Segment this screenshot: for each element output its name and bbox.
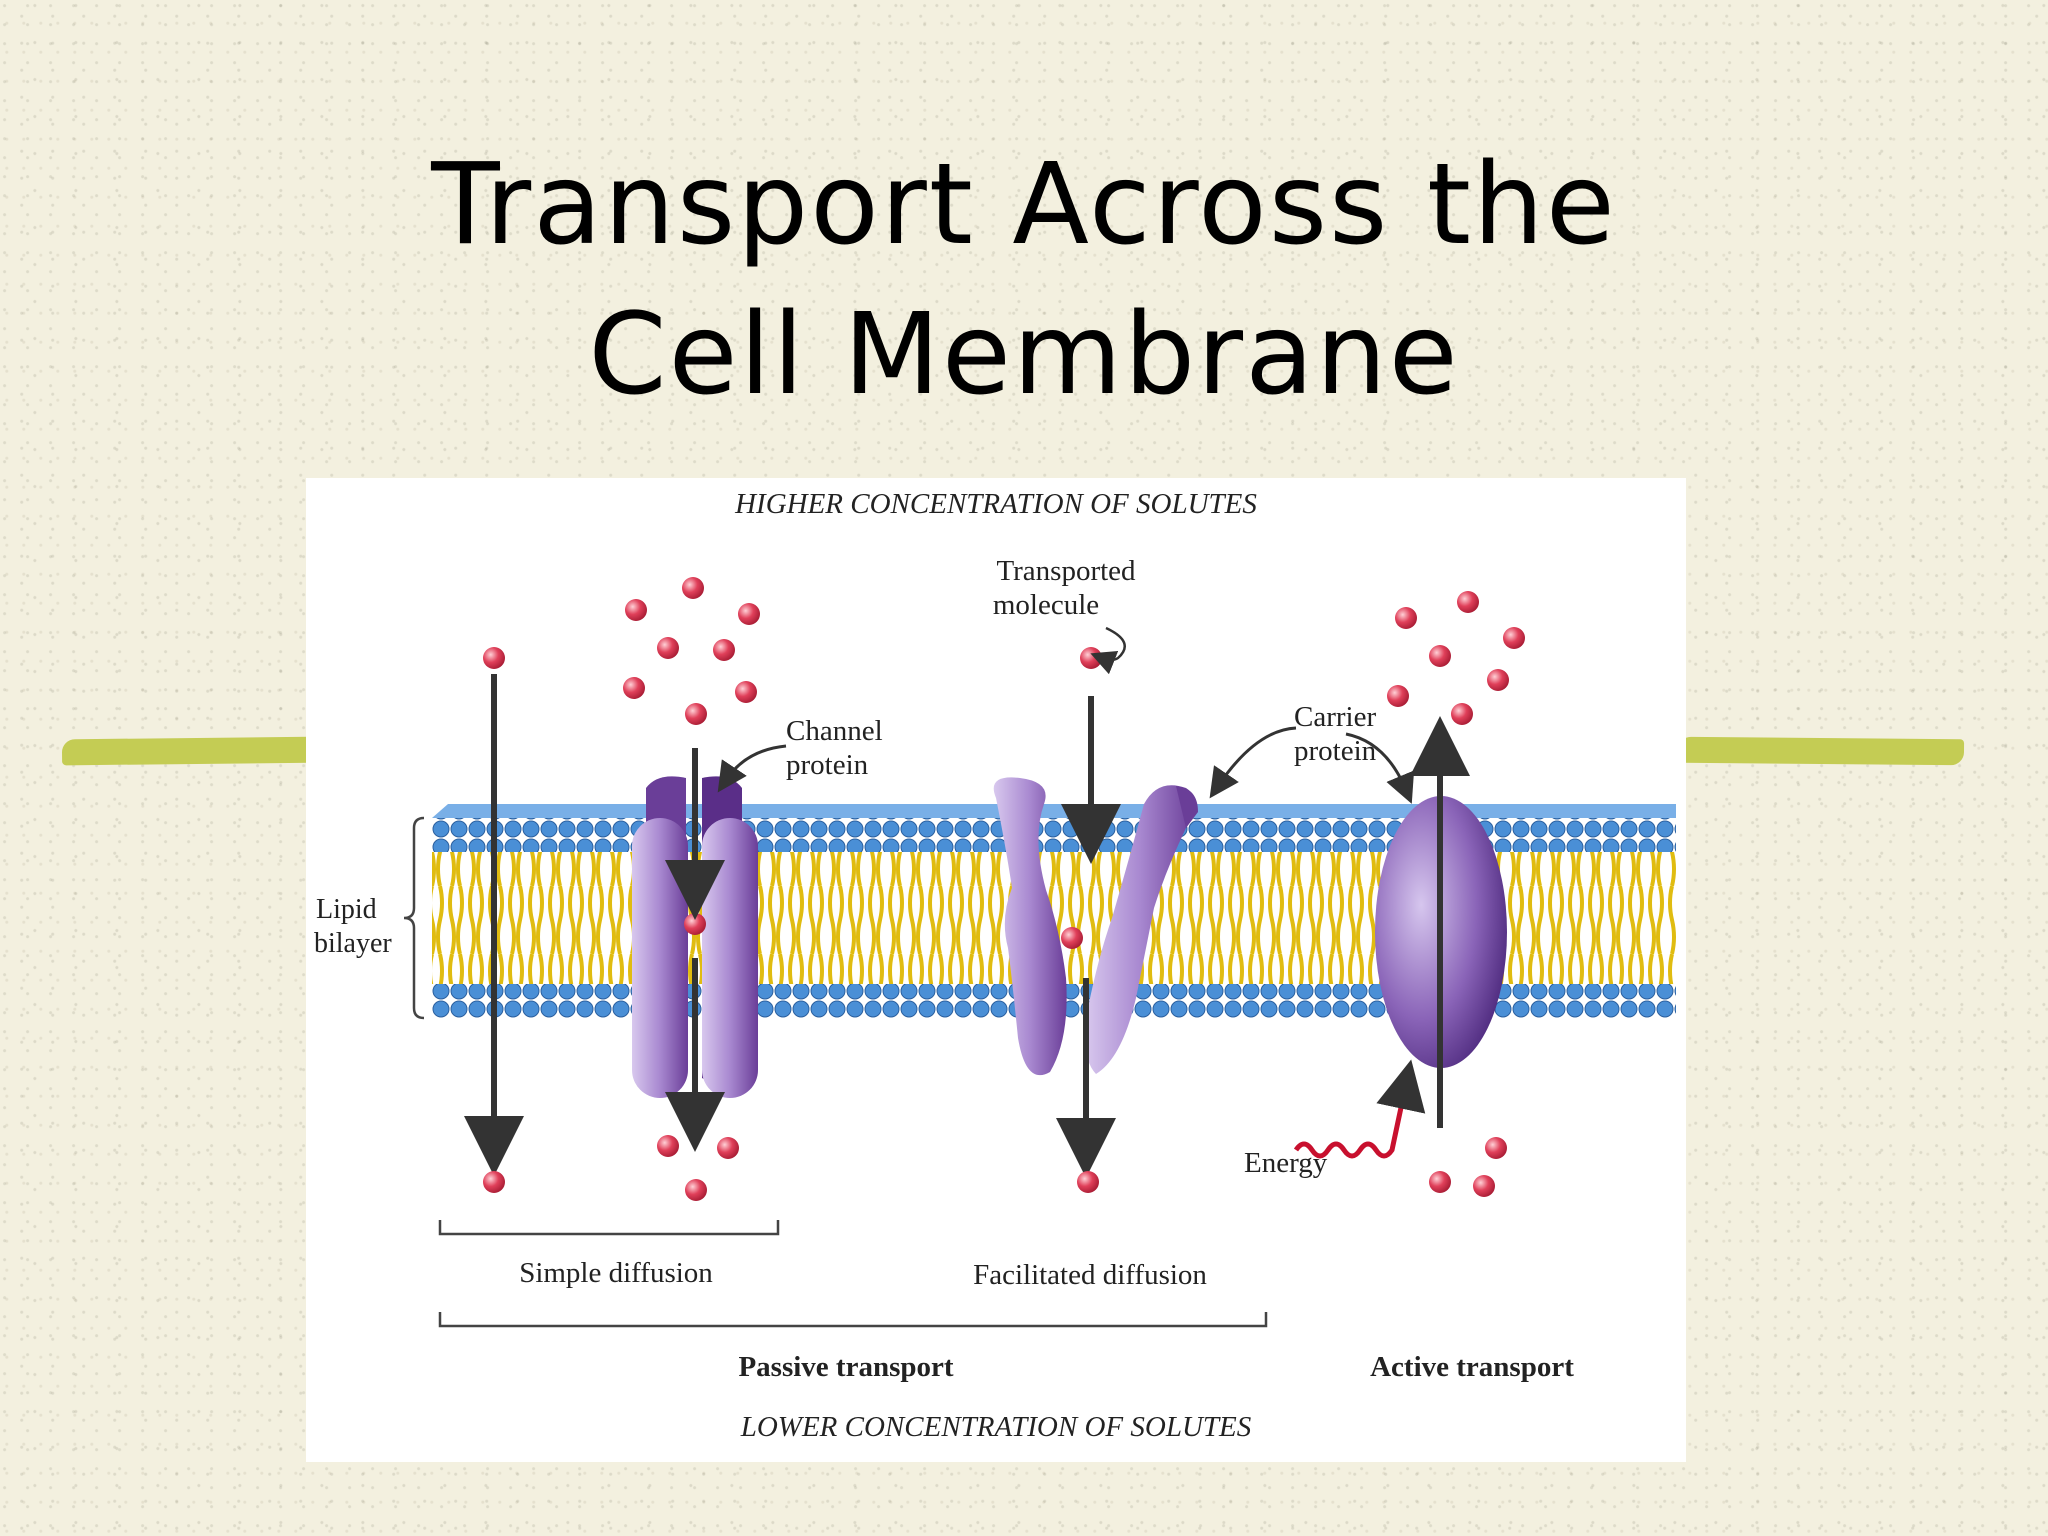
- membrane-transport-figure: HIGHER CONCENTRATION OF SOLUTES LOWER CO…: [306, 478, 1686, 1462]
- transported-label-1: Transported: [996, 555, 1136, 587]
- solute-dot: [483, 1171, 505, 1193]
- accent-bar-left: [61, 736, 325, 766]
- bilayer-bracket: [403, 816, 425, 1020]
- transported-molecule-pointer: [1090, 626, 1126, 675]
- passive-transport-bracket: [438, 1312, 1268, 1328]
- title-line-2: Cell Membrane: [588, 290, 1460, 420]
- channel-protein: [632, 748, 758, 1152]
- carrier-pointer-left: [1209, 726, 1297, 799]
- accent-bar-right: [1677, 736, 1965, 766]
- lipid-label: Lipid: [316, 894, 377, 925]
- slide-title: Transport Across the Cell Membrane: [0, 130, 2048, 430]
- transported-label-2: molecule: [993, 589, 1099, 621]
- channel-solutes-bottom: [657, 1135, 739, 1201]
- higher-concentration-label: HIGHER CONCENTRATION OF SOLUTES: [734, 488, 1257, 520]
- simple-diffusion-label: Simple diffusion: [519, 1257, 713, 1289]
- membrane-diagram: HIGHER CONCENTRATION OF SOLUTES LOWER CO…: [314, 488, 1676, 1443]
- active-solutes-bottom: [1429, 1137, 1507, 1197]
- channel-solutes-top: [623, 577, 760, 725]
- energy-squiggle: [1293, 1059, 1426, 1159]
- carrier-protein: [993, 777, 1198, 1076]
- passive-transport-label: Passive transport: [738, 1351, 953, 1383]
- channel-pointer: [717, 744, 787, 793]
- channel-label-2: protein: [786, 749, 869, 781]
- facilitated-diffusion-label: Facilitated diffusion: [973, 1259, 1207, 1291]
- energy-label: Energy: [1244, 1147, 1328, 1179]
- active-transport-pump: [1375, 716, 1507, 1128]
- simple-diffusion-bracket: [438, 1220, 780, 1236]
- carrier-label-2: protein: [1294, 735, 1377, 767]
- simple-diffusion-path: [464, 647, 524, 1193]
- lower-concentration-label: LOWER CONCENTRATION OF SOLUTES: [740, 1411, 1252, 1443]
- channel-label-1: Channel: [786, 715, 883, 747]
- active-transport-label: Active transport: [1370, 1351, 1574, 1383]
- solute-dot: [483, 647, 505, 669]
- carrier-label-1: Carrier: [1294, 701, 1376, 733]
- carrier-pointer-right: [1345, 732, 1415, 804]
- active-solutes-top: [1387, 591, 1525, 725]
- title-line-1: Transport Across the: [431, 140, 1617, 270]
- bilayer-label: bilayer: [314, 928, 392, 959]
